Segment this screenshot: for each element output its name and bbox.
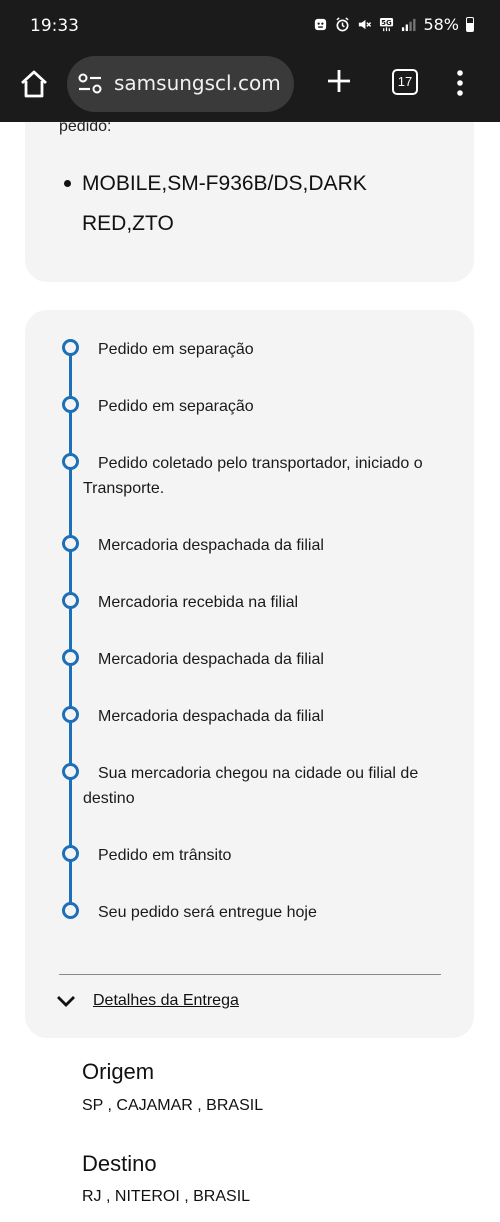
timeline-event-text: Seu pedido será entregue hoje [98, 904, 317, 921]
timeline-event-text: Mercadoria despachada da filial [98, 537, 324, 554]
bullet [64, 164, 82, 244]
mute-icon [359, 19, 372, 30]
timeline-dot [62, 706, 79, 723]
delivery-details-toggle[interactable]: Detalhes da Entrega [55, 986, 239, 1016]
face-icon [315, 18, 327, 31]
signal-icon [402, 18, 416, 32]
origin-title: Origem [82, 1059, 155, 1084]
timeline-dot [62, 396, 79, 413]
browser-toolbar: samsungscl.com 17 [0, 52, 500, 122]
status-icons: 5G 58% [313, 15, 474, 34]
5g-icon: 5G [380, 17, 394, 32]
timeline-dot [62, 649, 79, 666]
timeline-dot [62, 339, 79, 356]
status-bar: 19:33 5G 58% [0, 0, 500, 52]
product-list: MOBILE,SM-F936B/DS,DARK RED,ZTO [64, 164, 394, 244]
order-summary-card: pedido: MOBILE,SM-F936B/DS,DARK RED,ZTO [25, 118, 474, 282]
timeline-line [69, 348, 72, 918]
timeline-event-text: Mercadoria despachada da filial [98, 708, 324, 725]
origin-value: SP , CAJAMAR , BRASIL [82, 1097, 264, 1114]
destination-value: RJ , NITEROI , BRASIL [82, 1188, 251, 1205]
timeline-dot [62, 845, 79, 862]
address-bar[interactable]: samsungscl.com [67, 56, 294, 112]
url-text[interactable]: samsungscl.com [114, 71, 281, 95]
order-label: pedido: [59, 118, 112, 135]
tabs-button[interactable]: 17 [392, 69, 418, 95]
plus-icon[interactable] [324, 66, 354, 96]
tracking-timeline-card: Pedido em separação Pedido em separação … [25, 310, 474, 1038]
timeline-event-text: Sua mercadoria chegou na cidade ou filia… [83, 765, 419, 807]
chevron-down-icon[interactable] [55, 990, 77, 1012]
delivery-details-link[interactable]: Detalhes da Entrega [93, 992, 239, 1009]
battery-icon [466, 17, 474, 32]
tune-icon[interactable] [77, 73, 103, 95]
more-vert-icon[interactable] [450, 68, 470, 98]
timeline-event-text: Pedido em separação [98, 341, 254, 358]
product-item: MOBILE,SM-F936B/DS,DARK RED,ZTO [64, 164, 394, 244]
alarm-icon [336, 17, 350, 32]
battery-percent: 58% [423, 15, 459, 34]
timeline-event-text: Mercadoria despachada da filial [98, 651, 324, 668]
timeline-dot [62, 535, 79, 552]
svg-text:5G: 5G [382, 18, 393, 27]
home-icon[interactable] [18, 68, 50, 100]
timeline-dot [62, 453, 79, 470]
timeline-event-text: Mercadoria recebida na filial [98, 594, 299, 611]
product-item-text: MOBILE,SM-F936B/DS,DARK RED,ZTO [82, 172, 367, 235]
timeline-event-text: Pedido coletado pelo transportador, inic… [83, 455, 423, 497]
divider [59, 974, 441, 975]
timeline-dot [62, 902, 79, 919]
timeline-dot [62, 763, 79, 780]
status-time: 19:33 [30, 16, 79, 36]
destination-title: Destino [82, 1151, 157, 1176]
timeline-event-text: Pedido em separação [98, 398, 254, 415]
timeline-event-text: Pedido em trânsito [98, 847, 232, 864]
timeline-dot [62, 592, 79, 609]
